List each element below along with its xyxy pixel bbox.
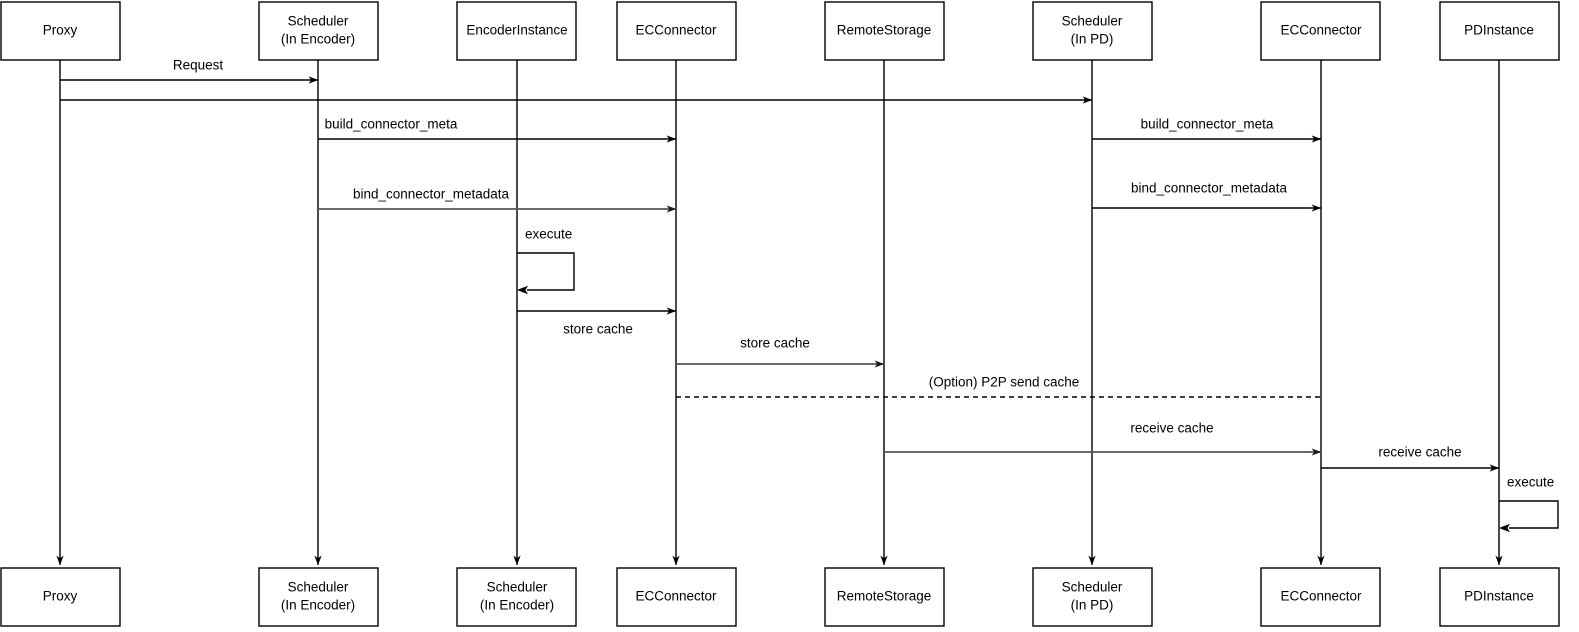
- participant-box-ec_connector_b_b[interactable]: [1260, 567, 1381, 627]
- participant-ec_connector_a[interactable]: ECConnector: [616, 1, 737, 61]
- participant-label-remote_storage: RemoteStorage: [837, 23, 932, 38]
- participant-proxy[interactable]: Proxy: [0, 1, 121, 61]
- self-message-arrowhead-s1: [517, 285, 528, 295]
- message-label-m8: store cache: [740, 336, 810, 351]
- participant-sched_pd[interactable]: Scheduler (In PD): [1032, 1, 1153, 61]
- message-m8: store cache: [676, 336, 885, 368]
- participant-label-sched_pd_b-line2: (In PD): [1071, 598, 1114, 613]
- participant-label-encoder_inst_b-line1: Scheduler: [487, 580, 548, 595]
- participant-box-encoder_inst[interactable]: [456, 1, 577, 61]
- participant-label-sched_encoder_b-line1: Scheduler: [288, 580, 349, 595]
- participant-label-ec_connector_b_b: ECConnector: [1280, 589, 1362, 604]
- message-label-m10: receive cache: [1130, 421, 1213, 436]
- message-m11: receive cache: [1321, 445, 1500, 472]
- message-label-m11: receive cache: [1378, 445, 1461, 460]
- participant-boxes-top: Proxy Scheduler (In Encoder) EncoderInstanc…: [0, 1, 1560, 61]
- message-m4: build_connector_meta: [1092, 117, 1322, 143]
- participant-label-sched_pd_b-line1: Scheduler: [1062, 580, 1123, 595]
- participant-encoder_inst_b[interactable]: Scheduler (In Encoder): [456, 567, 577, 627]
- message-m3: build_connector_meta: [318, 117, 677, 143]
- participant-sched_encoder_b[interactable]: Scheduler (In Encoder): [258, 567, 379, 627]
- participant-label-sched_encoder_b-line2: (In Encoder): [281, 598, 355, 613]
- message-label-m9: (Option) P2P send cache: [929, 375, 1080, 390]
- participant-sched_pd_b[interactable]: Scheduler (In PD): [1032, 567, 1153, 627]
- participant-label-encoder_inst: EncoderInstance: [466, 23, 567, 38]
- participant-ec_connector_b_b[interactable]: ECConnector: [1260, 567, 1381, 627]
- message-label-m7: store cache: [563, 322, 633, 337]
- message-label-m6: bind_connector_metadata: [1131, 181, 1288, 196]
- participant-label-proxy_b: Proxy: [43, 589, 78, 604]
- participant-label-sched_encoder-line2: (In Encoder): [281, 32, 355, 47]
- participant-ec_connector_b[interactable]: ECConnector: [1260, 1, 1381, 61]
- participant-label-ec_connector_a_b: ECConnector: [635, 589, 717, 604]
- participant-label-encoder_inst_b-line2: (In Encoder): [480, 598, 554, 613]
- participant-ec_connector_a_b[interactable]: ECConnector: [616, 567, 737, 627]
- participant-label-pd_instance_b: PDInstance: [1464, 589, 1534, 604]
- messages-layer: Request build_connector_meta build_connect…: [60, 58, 1500, 472]
- message-m1: Request: [60, 58, 319, 84]
- message-label-m1: Request: [173, 58, 224, 73]
- participant-remote_storage[interactable]: RemoteStorage: [824, 1, 945, 61]
- participant-remote_storage_b[interactable]: RemoteStorage: [824, 567, 945, 627]
- participant-label-proxy: Proxy: [43, 23, 78, 38]
- participant-label-sched_pd-line1: Scheduler: [1062, 14, 1123, 29]
- message-label-m5: bind_connector_metadata: [353, 187, 510, 202]
- participant-label-sched_pd-line2: (In PD): [1071, 32, 1114, 47]
- message-m10: receive cache: [884, 421, 1322, 456]
- participant-label-ec_connector_a: ECConnector: [635, 23, 717, 38]
- participant-box-pd_instance_b[interactable]: [1439, 567, 1560, 627]
- self-messages-layer: execute execute: [517, 227, 1559, 533]
- message-m9: (Option) P2P send cache: [676, 375, 1321, 398]
- self-message-arrowhead-s2: [1499, 523, 1510, 533]
- participant-box-ec_connector_a[interactable]: [616, 1, 737, 61]
- participant-sched_encoder[interactable]: Scheduler (In Encoder): [258, 1, 379, 61]
- self-message-s2: execute: [1499, 475, 1559, 533]
- participant-pd_instance[interactable]: PDInstance: [1439, 1, 1560, 61]
- message-m6: bind_connector_metadata: [1092, 181, 1322, 212]
- message-m7: store cache: [517, 307, 677, 337]
- participant-label-remote_storage_b: RemoteStorage: [837, 589, 932, 604]
- participant-label-sched_encoder-line1: Scheduler: [288, 14, 349, 29]
- participant-proxy_b[interactable]: Proxy: [0, 567, 121, 627]
- participant-box-proxy_b[interactable]: [0, 567, 121, 627]
- participant-box-encoder_inst_b[interactable]: [456, 567, 577, 627]
- self-message-path-s1: [517, 252, 575, 291]
- participant-label-ec_connector_b: ECConnector: [1280, 23, 1362, 38]
- participant-box-sched_pd[interactable]: [1032, 1, 1153, 61]
- message-label-m4: build_connector_meta: [1141, 117, 1274, 132]
- message-m5: bind_connector_metadata: [318, 187, 677, 213]
- participant-box-sched_encoder_b[interactable]: [258, 567, 379, 627]
- participant-label-pd_instance: PDInstance: [1464, 23, 1534, 38]
- message-label-m3: build_connector_meta: [325, 117, 458, 132]
- self-message-label-s2: execute: [1507, 475, 1554, 490]
- self-message-s1: execute: [517, 227, 575, 295]
- participant-box-proxy[interactable]: [0, 1, 121, 61]
- participant-box-ec_connector_a_b[interactable]: [616, 567, 737, 627]
- participant-box-pd_instance[interactable]: [1439, 1, 1560, 61]
- self-message-label-s1: execute: [525, 227, 572, 242]
- participant-box-sched_encoder[interactable]: [258, 1, 379, 61]
- lifelines-layer: [56, 60, 1503, 566]
- participant-boxes-bottom: Proxy Scheduler (In Encoder) Scheduler (In E…: [0, 567, 1560, 627]
- participant-box-sched_pd_b[interactable]: [1032, 567, 1153, 627]
- participant-box-remote_storage_b[interactable]: [824, 567, 945, 627]
- participant-encoder_inst[interactable]: EncoderInstance: [456, 1, 577, 61]
- participant-box-ec_connector_b[interactable]: [1260, 1, 1381, 61]
- self-message-path-s2: [1499, 500, 1559, 529]
- participant-box-remote_storage[interactable]: [824, 1, 945, 61]
- participant-pd_instance_b[interactable]: PDInstance: [1439, 567, 1560, 627]
